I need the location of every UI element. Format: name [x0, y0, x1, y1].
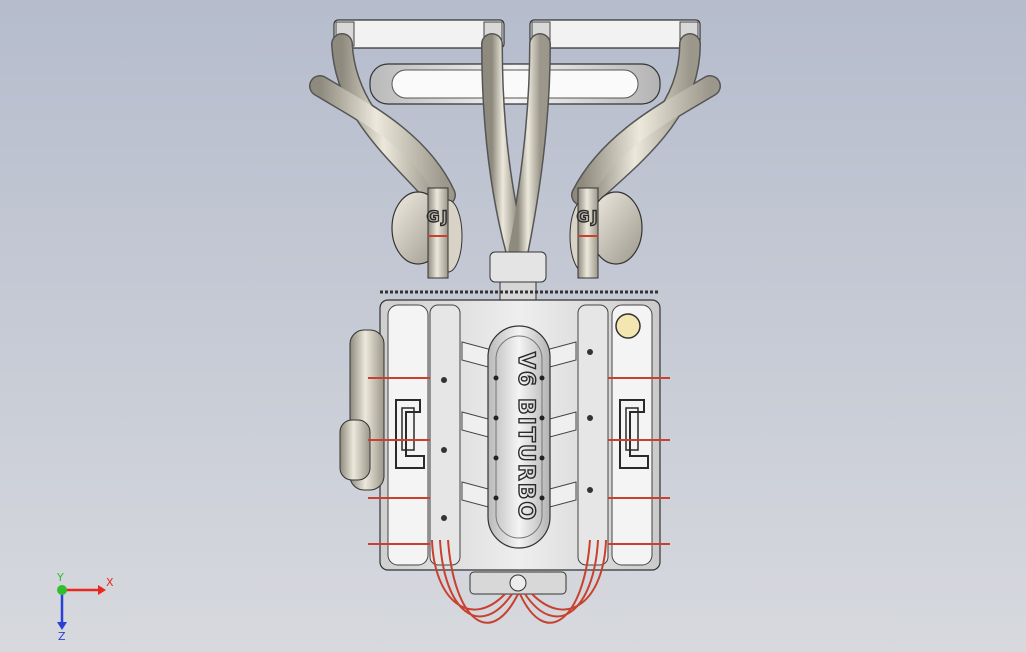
cam-cover-left[interactable] — [387, 304, 461, 566]
intake-text: V6 BITURBO — [513, 352, 538, 522]
z-axis-arrow — [57, 622, 67, 630]
y-axis — [57, 585, 67, 595]
intercooler-left[interactable] — [333, 19, 505, 49]
y-axis-label: Y — [56, 571, 64, 584]
coordinate-triad: X Z Y — [56, 571, 114, 640]
turbo-left[interactable]: GJ — [391, 187, 463, 279]
cam-cover-right[interactable] — [577, 304, 653, 566]
airbox[interactable] — [369, 63, 661, 105]
turbo-right[interactable]: GJ — [569, 187, 643, 279]
side-bolts — [368, 377, 670, 545]
turbo-right-logo: GJ — [576, 207, 599, 226]
ignition-wires — [431, 539, 607, 624]
header-pipes[interactable] — [309, 33, 721, 261]
oil-cap[interactable] — [615, 313, 641, 339]
front-pulley[interactable] — [469, 571, 567, 595]
x-axis-label: X — [106, 576, 114, 589]
z-axis-label: Z — [58, 630, 66, 640]
intercooler-right[interactable] — [529, 19, 701, 49]
intake-plenum[interactable]: V6 BITURBO — [487, 325, 551, 549]
turbo-left-logo: GJ — [426, 207, 449, 226]
x-axis-arrow — [98, 585, 106, 595]
